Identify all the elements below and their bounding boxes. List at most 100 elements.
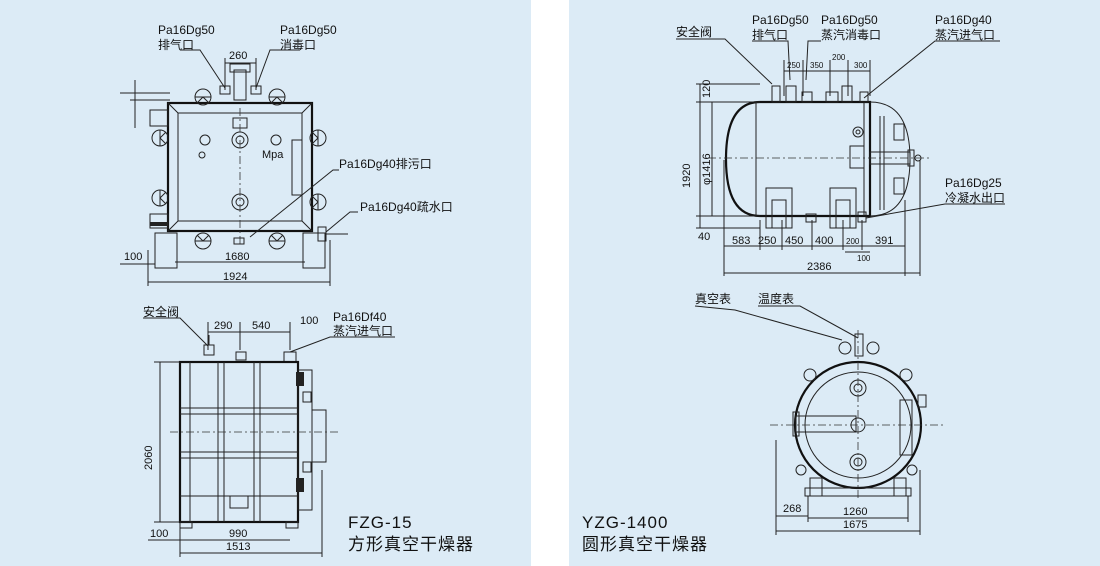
temperature-gauge-icon — [866, 341, 880, 355]
leader-condensate — [865, 203, 1005, 219]
dim-1920: 1920 — [681, 164, 693, 188]
cylindrical-tank — [724, 100, 872, 218]
yzg-model-title: YZG-1400 — [582, 513, 668, 532]
dim-290: 290 — [214, 320, 232, 332]
clamp-fill — [150, 222, 168, 226]
corner — [301, 102, 313, 114]
dim-1675: 1675 — [843, 519, 867, 531]
vacuum-gauge-label: 真空表 — [695, 292, 731, 306]
exhaust-port-label: 排气口 — [752, 27, 788, 42]
leader-safety — [676, 38, 773, 85]
fzg-top-view: Pa16Dg50 排气口 Pa16Dg50 消毒口 260 — [120, 23, 453, 286]
dim-200b: 200 — [846, 237, 860, 246]
leader-exhaust — [752, 40, 791, 81]
fzg-front-view: 安全阀 290 540 100 Pa16Df40 蒸汽进气口 — [143, 304, 395, 557]
sight-glass-icon — [852, 126, 864, 138]
steam-spec-label: Pa16Dg40 — [935, 13, 992, 27]
sterilize-port-label: 蒸汽消毒口 — [821, 27, 881, 42]
sterilize-port-label: 消毒口 — [280, 38, 316, 52]
leader-vacuum — [694, 305, 843, 341]
leader-steam — [289, 336, 395, 353]
water-port-label: Pa16Dg40疏水口 — [360, 199, 453, 214]
safety-valve-label: 安全阀 — [676, 24, 712, 39]
clamp — [893, 177, 905, 195]
handwheel-icon — [906, 464, 918, 476]
drain-nozzle — [233, 237, 245, 245]
leader-sterilize — [255, 49, 300, 89]
dim-1924: 1924 — [223, 271, 247, 283]
yzg-side-view: 安全阀 Pa16Dg50 排气口 Pa16Dg50 蒸汽消毒口 Pa16Dg40… — [676, 13, 1005, 276]
top-stem — [854, 333, 864, 357]
steam-spec-label: Pa16Df40 — [333, 310, 387, 324]
front-body — [178, 360, 300, 524]
support-left — [765, 187, 793, 229]
leg — [893, 477, 907, 497]
handwheel-icon — [899, 368, 913, 382]
dim-100: 100 — [857, 254, 871, 263]
sight-glass-inner — [855, 129, 861, 135]
door-handle-box — [311, 409, 327, 463]
door-hinge-box — [849, 145, 865, 169]
side-pipe — [795, 415, 857, 433]
corner — [167, 220, 179, 232]
clamp — [893, 123, 905, 141]
exhaust-nozzle — [219, 85, 231, 95]
safety-valve-nozzle — [771, 85, 781, 103]
fzg-name-title: 方形真空干燥器 — [348, 535, 474, 554]
dim-260: 260 — [229, 50, 247, 62]
thermometer-icon — [198, 151, 206, 159]
foot — [179, 521, 193, 529]
corner — [167, 102, 179, 114]
sterilize-spec-label: Pa16Dg50 — [280, 23, 337, 37]
handwheel-icon — [803, 368, 817, 382]
exhaust-port-label: 排气口 — [158, 37, 194, 52]
dim-300: 300 — [854, 61, 868, 70]
dim-583: 583 — [732, 235, 750, 247]
latch — [302, 391, 312, 403]
leader-exhaust — [180, 49, 226, 89]
dim-2386: 2386 — [807, 261, 831, 273]
top-flange — [229, 63, 251, 73]
sterilize-spec-label: Pa16Dg50 — [821, 13, 878, 27]
sterilize-nozzle — [250, 85, 262, 95]
condensate-spec-label: Pa16Dg25 — [945, 176, 1002, 190]
right-panel-round-dryer — [569, 0, 1100, 566]
clamp-box — [149, 109, 169, 127]
dim-250b: 250 — [758, 235, 776, 247]
dim-350: 350 — [810, 61, 824, 70]
thermometer-label: 温度表 — [758, 291, 794, 306]
base-leg-left — [154, 232, 178, 269]
dim-391: 391 — [875, 235, 893, 247]
leader-drain — [249, 169, 339, 238]
corner — [301, 220, 313, 232]
drain-box — [229, 495, 249, 509]
dim-450: 450 — [785, 235, 803, 247]
pipe-flange — [792, 411, 800, 437]
vacuum-gauge-icon — [838, 341, 852, 355]
dim-540: 540 — [252, 320, 270, 332]
drain-nozzle — [805, 213, 817, 223]
base-beam — [804, 487, 912, 497]
sterilize-nozzle — [801, 91, 813, 103]
dim-120: 120 — [701, 80, 713, 98]
gauge-label: Mpa — [262, 149, 284, 161]
dim-100-top: 100 — [300, 315, 318, 327]
drain-port-label: Pa16Dg40排污口 — [339, 157, 432, 171]
pressure-gauge-icon — [270, 134, 282, 146]
leader-steam — [863, 40, 1000, 99]
dim-400: 400 — [815, 235, 833, 247]
condensate-port-label: 冷凝水出口 — [945, 190, 1005, 205]
leg — [809, 477, 823, 497]
handwheel-icon — [795, 464, 807, 476]
steam-nozzle — [283, 351, 297, 363]
steam-nozzle — [859, 91, 869, 103]
exhaust-spec-label: Pa16Dg50 — [752, 13, 809, 27]
base-leg-right — [302, 232, 326, 269]
mid-nozzle — [235, 351, 247, 361]
hinge — [296, 478, 304, 492]
dim-40: 40 — [698, 231, 710, 243]
dim-1260: 1260 — [843, 506, 867, 518]
leader-sterilize — [805, 40, 821, 81]
leader-water — [325, 211, 358, 233]
